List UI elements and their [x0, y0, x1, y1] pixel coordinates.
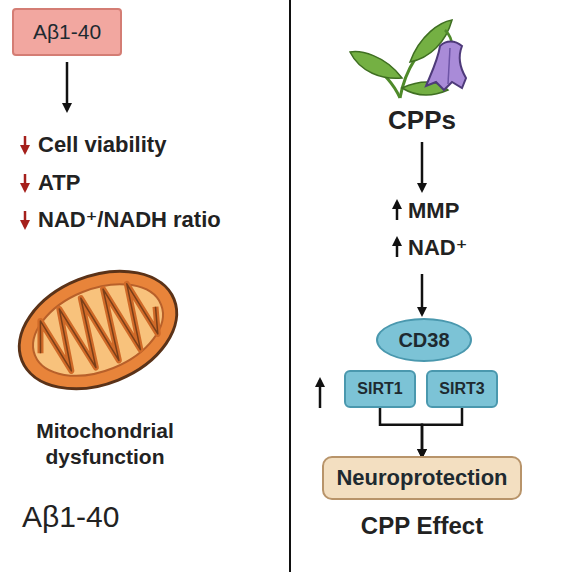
panel-label: Aβ1-40 [22, 500, 119, 535]
effect-label: Cell viability [38, 132, 166, 157]
flow-connector [422, 408, 462, 456]
increase-arrows [396, 202, 399, 257]
effect-label: MMP [408, 198, 459, 223]
flow-arrow [421, 142, 424, 190]
effect-label: NAD⁺/NADH ratio [38, 207, 221, 232]
effect-label: ATP [38, 170, 80, 195]
trigger-box: Aβ1-40 [12, 8, 122, 56]
flow-arrow [421, 274, 424, 314]
protein-ellipse: CD38 [376, 318, 472, 362]
protein-box: SIRT3 [426, 370, 498, 408]
protein-box: SIRT1 [344, 370, 416, 408]
decrease-arrows [24, 136, 27, 227]
effect-label: NAD⁺ [408, 235, 467, 260]
increase-arrow [319, 380, 322, 408]
flow-arrow [66, 62, 69, 110]
node-text: Aβ1-40 [33, 20, 101, 44]
mitochondrion-illustration [2, 249, 195, 411]
caption-label: Mitochondrial dysfunction [5, 418, 205, 471]
compound-label: CPPs [372, 106, 472, 136]
flow-connector [380, 408, 422, 456]
panel-label: CPP Effect [322, 512, 522, 540]
node-text: Neuroprotection [336, 465, 507, 491]
node-text: CD38 [398, 329, 449, 352]
divider-line [289, 0, 291, 572]
outcome-box: Neuroprotection [322, 456, 522, 500]
plant-illustration [350, 20, 466, 98]
node-text: SIRT1 [357, 380, 402, 398]
node-text: SIRT3 [439, 380, 484, 398]
